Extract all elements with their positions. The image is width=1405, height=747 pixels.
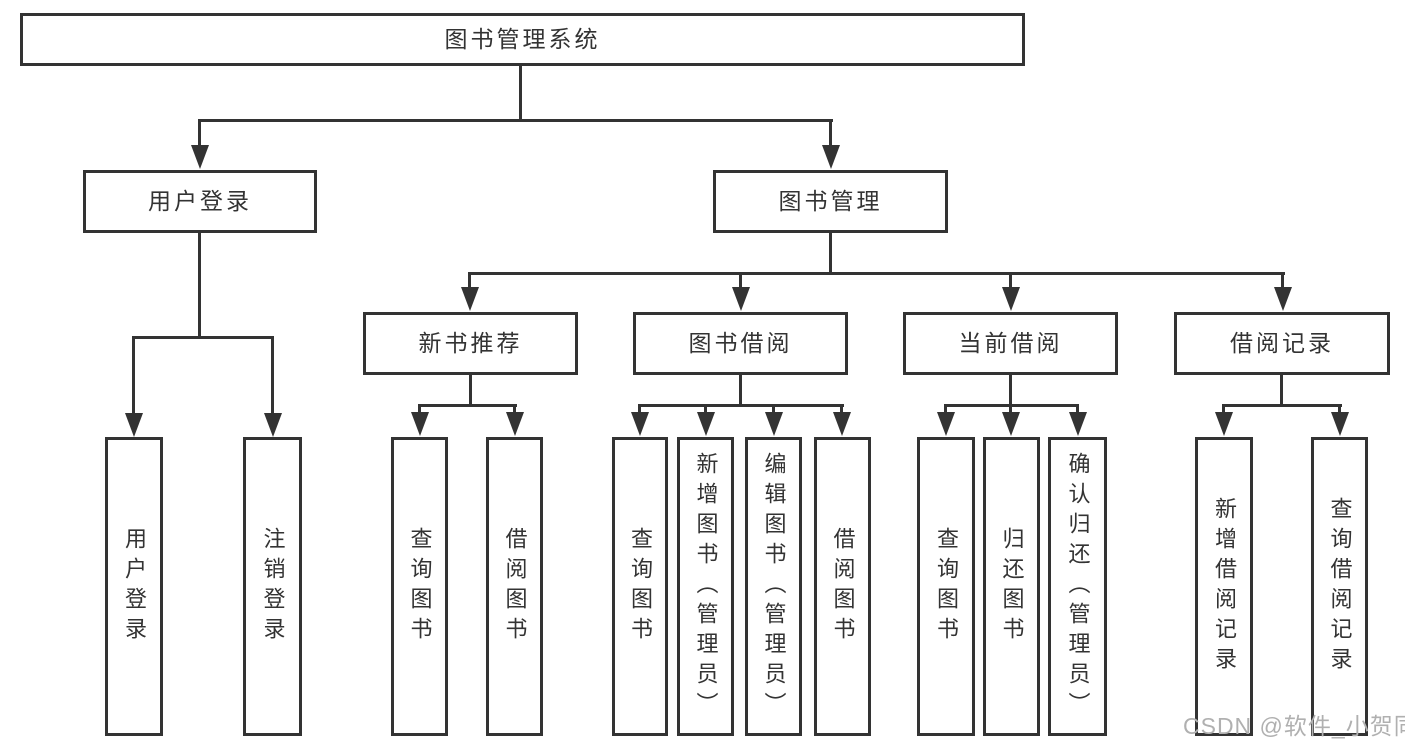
connector-hline: [198, 119, 833, 122]
leaf-add-borrow-record: 新增借阅记录: [1195, 437, 1253, 736]
node-root: 图书管理系统: [20, 13, 1025, 66]
node-root-label: 图书管理系统: [444, 26, 601, 52]
connector-hline: [418, 404, 517, 407]
arrow-down-icon: [505, 404, 524, 436]
arrow-down-icon: [1001, 272, 1020, 311]
csdn-watermark: CSDN @软件_小贺同学: [1183, 713, 1405, 739]
leaf-borrow-books-borrowing-label: 借阅图书: [830, 526, 856, 647]
arrow-down-icon: [731, 272, 750, 311]
node-book-borrowing: 图书借阅: [633, 312, 848, 375]
connector-vline: [469, 375, 472, 407]
connector-vline: [829, 233, 832, 275]
connector-vline: [1009, 375, 1012, 407]
node-current-borrowing: 当前借阅: [903, 312, 1118, 375]
arrow-down-icon: [936, 404, 955, 436]
leaf-return-books: 归还图书: [983, 437, 1040, 736]
leaf-query-borrow-record: 查询借阅记录: [1311, 437, 1368, 736]
node-borrowing-records-label: 借阅记录: [1230, 330, 1334, 356]
connector-vline: [519, 66, 522, 122]
leaf-query-books-current: 查询图书: [917, 437, 975, 736]
leaf-add-books-admin: 新增图书（管理员）: [677, 437, 734, 736]
arrow-down-icon: [124, 336, 143, 437]
connector-vline: [739, 375, 742, 407]
leaf-borrow-books-recommend-label: 借阅图书: [502, 526, 528, 647]
arrow-down-icon: [630, 404, 649, 436]
leaf-confirm-return-admin: 确认归还（管理员）: [1048, 437, 1107, 736]
arrow-down-icon: [460, 272, 479, 311]
leaf-logout-login-label: 注销登录: [260, 526, 286, 647]
leaf-query-books-borrowing-label: 查询图书: [628, 526, 653, 647]
leaf-confirm-return-admin-label: 确认归还（管理员）: [1065, 451, 1091, 722]
leaf-add-books-admin-label: 新增图书（管理员）: [693, 451, 719, 722]
connector-hline: [468, 272, 1285, 275]
leaf-add-borrow-record-label: 新增借阅记录: [1212, 496, 1237, 677]
leaf-edit-books-admin-label: 编辑图书（管理员）: [761, 451, 787, 722]
node-book-borrowing-label: 图书借阅: [688, 330, 793, 356]
connector-hline: [132, 336, 274, 339]
leaf-query-books-recommend: 查询图书: [391, 437, 448, 736]
arrow-down-icon: [1273, 272, 1292, 311]
arrow-down-icon: [764, 404, 783, 436]
node-current-borrowing-label: 当前借阅: [958, 330, 1063, 356]
connector-vline: [1280, 375, 1283, 407]
node-user-login-label: 用户登录: [148, 188, 252, 214]
leaf-return-books-label: 归还图书: [999, 526, 1025, 647]
leaf-query-books-borrowing: 查询图书: [612, 437, 668, 736]
arrow-down-icon: [821, 119, 840, 169]
leaf-query-books-current-label: 查询图书: [934, 526, 959, 647]
node-new-book-recommendation-label: 新书推荐: [418, 330, 523, 356]
node-user-login: 用户登录: [83, 170, 317, 233]
connector-vline: [198, 233, 201, 339]
node-new-book-recommendation: 新书推荐: [363, 312, 578, 375]
leaf-user-login-label: 用户登录: [122, 526, 147, 647]
node-book-management-label: 图书管理: [778, 188, 883, 214]
leaf-query-borrow-record-label: 查询借阅记录: [1327, 496, 1353, 677]
connector-hline: [1222, 404, 1342, 407]
leaf-user-login: 用户登录: [105, 437, 163, 736]
node-borrowing-records: 借阅记录: [1174, 312, 1390, 375]
arrow-down-icon: [1214, 404, 1233, 436]
arrow-down-icon: [410, 404, 429, 436]
arrow-down-icon: [696, 404, 715, 436]
node-book-management: 图书管理: [713, 170, 948, 233]
arrow-down-icon: [1330, 404, 1349, 436]
connector-hline: [638, 404, 844, 407]
leaf-borrow-books-borrowing: 借阅图书: [814, 437, 871, 736]
arrow-down-icon: [1068, 404, 1087, 436]
arrow-down-icon: [190, 119, 209, 169]
leaf-borrow-books-recommend: 借阅图书: [486, 437, 543, 736]
leaf-edit-books-admin: 编辑图书（管理员）: [745, 437, 802, 736]
arrow-down-icon: [832, 404, 851, 436]
leaf-query-books-recommend-label: 查询图书: [407, 526, 433, 647]
arrow-down-icon: [263, 336, 282, 437]
arrow-down-icon: [1001, 404, 1020, 436]
leaf-logout-login: 注销登录: [243, 437, 302, 736]
